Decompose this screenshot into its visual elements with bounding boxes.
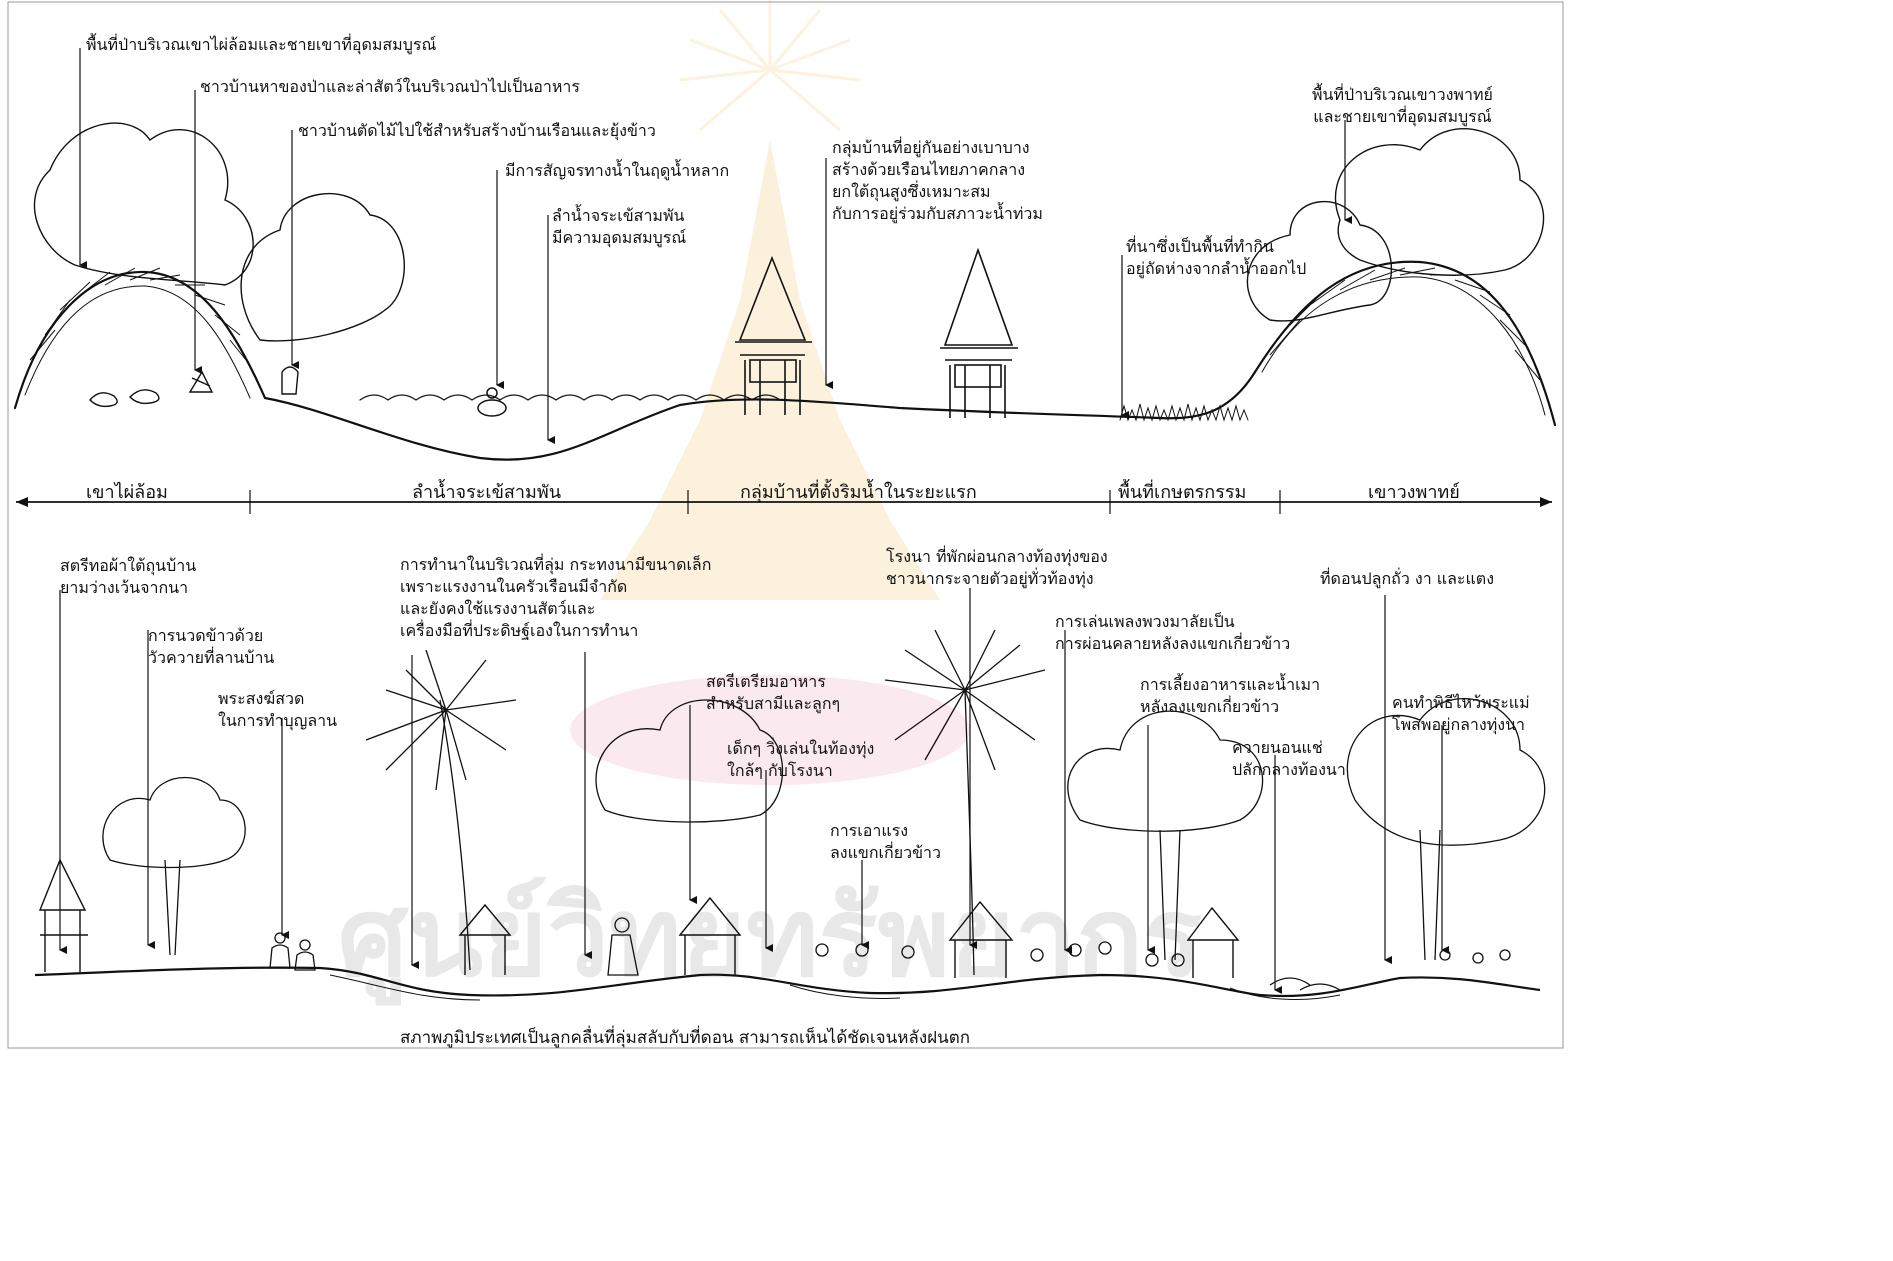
- label-timber-cutting: ชาวบ้านตัดไม้ไปใช้สำหรับสร้างบ้านเรือนแล…: [298, 121, 656, 140]
- boat-figure: [477, 387, 507, 417]
- zone-bar: [16, 490, 1552, 514]
- frame-border: [7, 1, 1564, 1049]
- label-harvest-help: การเอาแรง ลงแขกเกี่ยวข้าว: [830, 821, 941, 862]
- label-upland-crops: ที่ดอนปลูกถั่ว งา และแตง: [1320, 569, 1494, 588]
- label-rice-fields: ที่นาซึ่งเป็นพื้นที่ทำกิน อยู่ถัดห่างจาก…: [1126, 237, 1307, 278]
- zone-river: ลำน้ำจระเข้สามพัน: [412, 482, 562, 503]
- label-forest-khao-phai-lom: พื้นที่ป่าบริเวณเขาไผ่ล้อมและชายเขาที่อุ…: [86, 35, 437, 54]
- label-rice-goddess-ritual: คนทำพิธีไหว้พระแม่ โพสพอยู่กลางทุ่งนา: [1392, 693, 1530, 734]
- sketch-illustration: ศูนย์วิทยทรัพยากร: [7, 0, 1564, 1049]
- label-field-huts: โรงนา ที่พักผ่อนกลางท้องทุ่งของ ชาวนากระ…: [886, 547, 1108, 588]
- label-threshing: การนวดข้าวด้วย วัวควายที่ลานบ้าน: [148, 626, 275, 667]
- animal-figures: [89, 366, 299, 408]
- bottom-huts: [38, 858, 1240, 978]
- label-women-cooking: สตรีเตรียมอาหาร สำหรับสามีและลูกๆ: [706, 672, 841, 713]
- leader-arrows: [59, 48, 1449, 994]
- people-figures: [269, 917, 1511, 991]
- label-water-travel: มีการสัญจรทางน้ำในฤดูน้ำหลาก: [505, 161, 730, 180]
- landscape-section-diagram: ศูนย์วิทยทรัพยากร: [7, 0, 1564, 1049]
- label-river-abundant: ลำน้ำจระเข้สามพัน มีความอุดมสมบูรณ์: [552, 206, 687, 247]
- thai-house-top-1: [735, 255, 812, 415]
- label-buffalo-wallow: ควายนอนแช่ ปลักกลางท้องนา: [1232, 738, 1346, 779]
- zone-khao-wong-phat: เขาวงพาทย์: [1368, 482, 1460, 503]
- thai-house-top-2: [940, 247, 1018, 418]
- forest-hatching-right: [1269, 267, 1541, 381]
- zone-khao-phai-lom: เขาไผ่ล้อม: [86, 482, 168, 503]
- label-lowland-farming: การทำนาในบริเวณที่ลุ่ม กระทงนามีขนาดเล็ก…: [400, 555, 712, 640]
- label-monks-chanting: พระสงฆ์สวด ในการทำบุญลาน: [218, 689, 338, 730]
- zone-riverside-village: กลุ่มบ้านที่ตั้งริมน้ำในระยะแรก: [740, 482, 977, 503]
- label-weaving: สตรีทอผ้าใต้ถุนบ้าน ยามว่างเว้นจากนา: [60, 556, 197, 597]
- bottom-section-profile: [34, 966, 1541, 1001]
- label-forest-khao-wong-phat: พื้นที่ป่าบริเวณเขาวงพาทย์ และชายเขาที่อ…: [1312, 85, 1493, 126]
- label-feast: การเลี้ยงอาหารและน้ำเมา หลังลงแขกเกี่ยวข…: [1140, 675, 1321, 716]
- zone-agriculture: พื้นที่เกษตรกรรม: [1118, 482, 1247, 503]
- top-section-profile: [13, 122, 1557, 461]
- watermark-emblem: [570, 0, 970, 785]
- forest-hatching-left: [29, 267, 251, 366]
- bottom-trees: [102, 698, 1546, 961]
- watermark-text: ศูนย์วิทยทรัพยากร: [338, 873, 1202, 1006]
- label-hunting-gathering: ชาวบ้านหาของป่าและล่าสัตว์ในบริเวณป่าไปเ…: [200, 77, 580, 96]
- label-folk-song: การเล่นเพลงพวงมาลัยเป็น การผ่อนคลายหลังล…: [1055, 612, 1291, 653]
- bottom-caption: สภาพภูมิประเทศเป็นลูกคลื่นที่ลุ่มสลับกับ…: [400, 1028, 971, 1048]
- label-children-playing: เด็กๆ วิ่งเล่นในท้องทุ่ง ใกล้ๆ กับโรงนา: [727, 739, 875, 780]
- label-village-cluster: กลุ่มบ้านที่อยู่กันอย่างเบาบาง สร้างด้วย…: [832, 138, 1043, 223]
